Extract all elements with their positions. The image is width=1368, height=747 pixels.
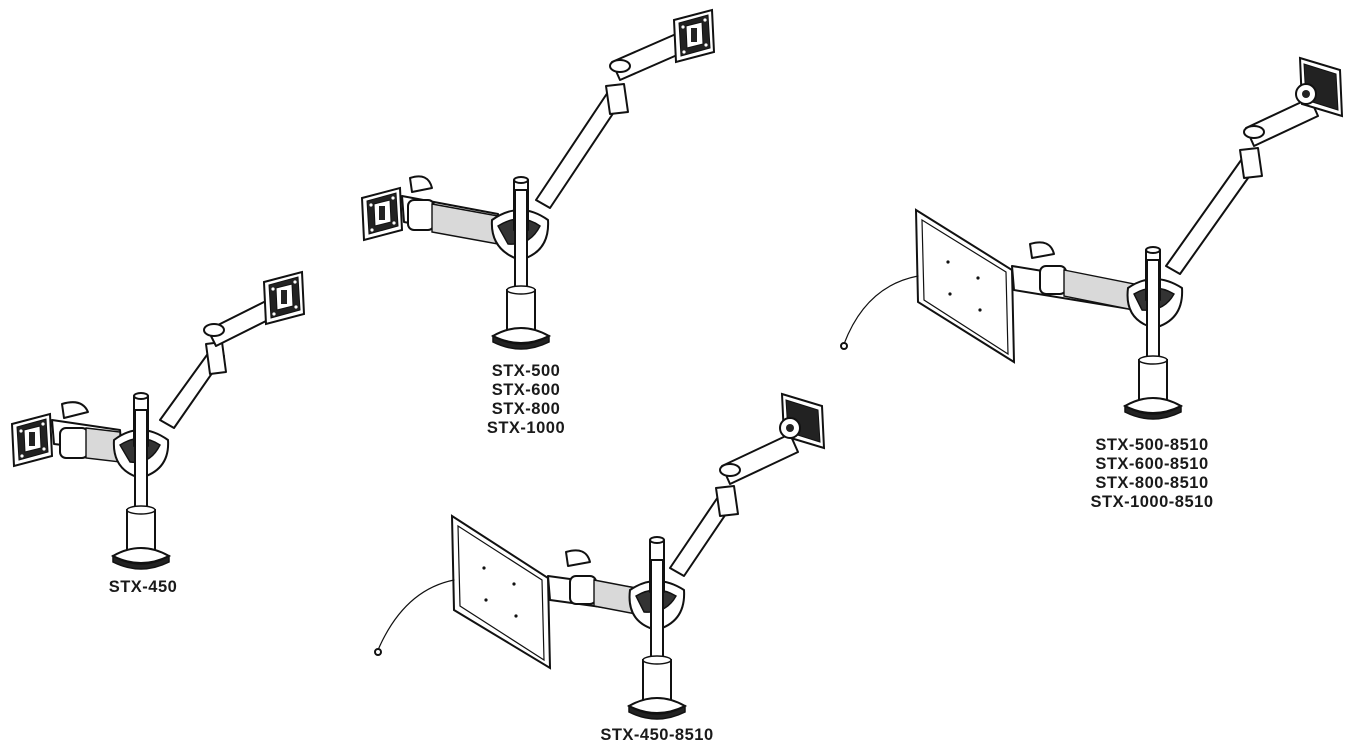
label-stx-500-8510-group: STX-500-8510 STX-600-8510 STX-800-8510 S… [1074, 436, 1230, 512]
stx-500-8510-arm [840, 56, 1344, 420]
model-label: STX-1000 [486, 419, 566, 437]
stx-450-arm [11, 271, 305, 570]
model-label: STX-800-8510 [1095, 474, 1209, 492]
stx-450-8510-arm [374, 392, 826, 720]
model-label: STX-450 [108, 578, 178, 596]
model-label: STX-800 [491, 400, 561, 418]
model-label: STX-1000-8510 [1090, 493, 1214, 511]
model-label: STX-600 [491, 381, 561, 399]
model-label: STX-450-8510 [600, 726, 714, 744]
model-label: STX-500 [491, 362, 561, 380]
stx-500-arm [361, 9, 715, 350]
label-stx-450-8510: STX-450-8510 [582, 726, 732, 745]
label-stx-500-group: STX-500 STX-600 STX-800 STX-1000 [466, 362, 586, 438]
model-label: STX-500-8510 [1095, 436, 1209, 454]
model-label: STX-600-8510 [1095, 455, 1209, 473]
label-stx-450: STX-450 [86, 578, 200, 597]
